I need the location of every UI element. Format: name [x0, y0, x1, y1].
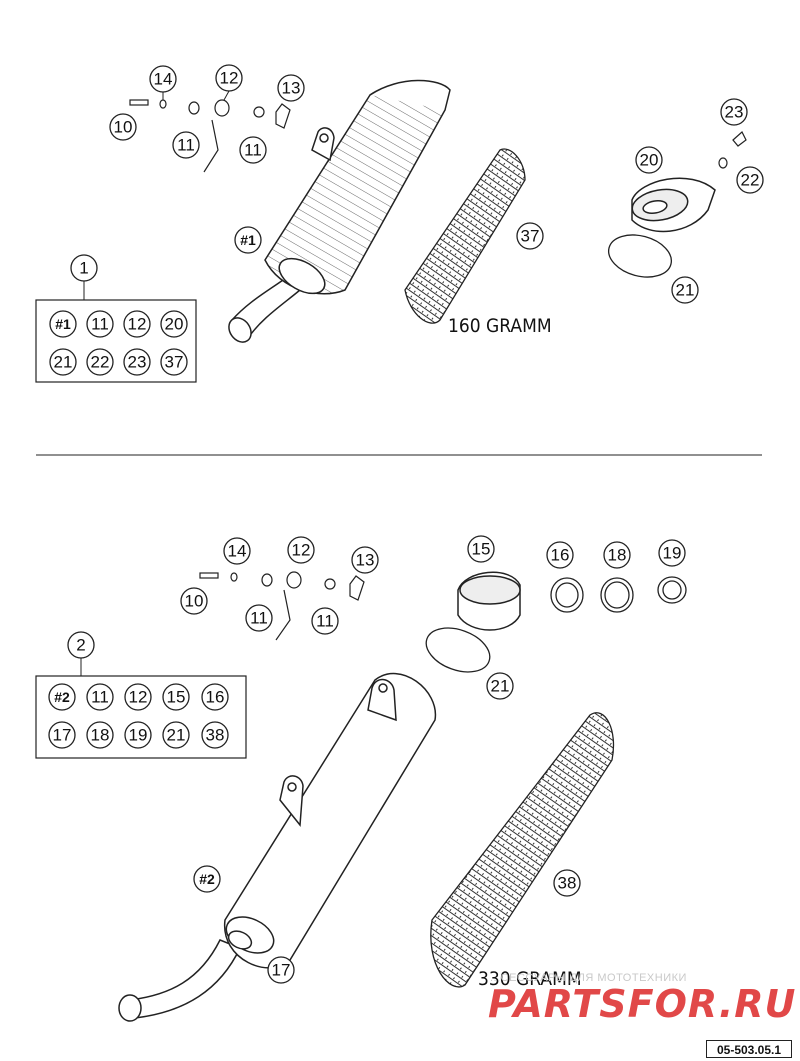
o-ring-21-top: [608, 234, 672, 278]
leader-lines-top: [83, 90, 230, 300]
weight-label-bottom: 330 GRAMM: [478, 968, 582, 990]
end-cap-20: [631, 177, 716, 233]
callout-12: 12: [220, 69, 239, 88]
kit-2-item: 19: [129, 726, 148, 745]
drawing-reference: 05-503.05.1: [706, 1040, 792, 1058]
kit-2-item: 21: [167, 726, 186, 745]
callout-kit-1: 1: [79, 259, 88, 278]
kit-2-item: 12: [129, 688, 148, 707]
o-ring-21-bottom: [425, 627, 491, 673]
callout-19: 19: [663, 544, 682, 563]
kit-1-item: 12: [128, 315, 147, 334]
callout-11: 11: [244, 141, 262, 160]
watermark-text: ...СЕССУАРЫ ДЛЯ МОТОТЕХНИКИ: [490, 972, 687, 984]
callouts-top: [70, 64, 764, 304]
weight-label-top: 160 GRAMM: [448, 315, 552, 337]
watermark-logo: PARTSFOR.RU: [488, 982, 797, 1026]
callout-10: 10: [185, 592, 204, 611]
kit-1-item: 23: [128, 353, 147, 372]
muffler-2: [118, 672, 437, 1022]
callout-17: 17: [272, 961, 291, 980]
kit-1-item: 20: [165, 315, 184, 334]
callout-16: 16: [551, 546, 570, 565]
callout-muffler-1: #1: [240, 232, 256, 248]
kit-2-item: 15: [167, 688, 186, 707]
kit-1-item: 11: [91, 315, 109, 334]
muffler-1: [228, 79, 451, 343]
callouts-bottom: [67, 535, 686, 984]
callout-22: 22: [741, 171, 760, 190]
kit-1-item: #1: [55, 316, 71, 332]
packing-38: [430, 712, 615, 988]
callout-muffler-2: #2: [199, 871, 215, 887]
kit-2-circles: [48, 683, 229, 749]
callout-kit-2: 2: [76, 636, 85, 655]
kit-2-item: 16: [206, 688, 225, 707]
kit-2-item: 18: [91, 726, 110, 745]
kit-1-item: 22: [91, 353, 110, 372]
end-cap-15: [457, 571, 521, 631]
callout-11: 11: [316, 612, 334, 631]
callout-10: 10: [114, 118, 133, 137]
small-hardware-top: [129, 99, 747, 173]
rings-16-18-19: [550, 576, 687, 613]
packing-37: [404, 148, 526, 324]
callout-13: 13: [356, 551, 375, 570]
callout-14: 14: [228, 542, 247, 561]
callout-14: 14: [154, 70, 173, 89]
callout-20: 20: [640, 151, 659, 170]
kit-1-circles: [49, 310, 188, 376]
callout-37: 37: [521, 227, 540, 246]
callout-13: 13: [282, 79, 301, 98]
callout-23: 23: [725, 103, 744, 122]
callout-11: 11: [177, 136, 195, 155]
callout-12: 12: [292, 541, 311, 560]
callout-21: 21: [491, 677, 510, 696]
callout-11: 11: [250, 609, 268, 628]
kit-2-item: #2: [54, 689, 70, 705]
callout-38: 38: [558, 874, 577, 893]
callout-15: 15: [472, 540, 491, 559]
callout-18: 18: [608, 546, 627, 565]
kit-1-item: 37: [165, 353, 184, 372]
kit-2-item: 17: [53, 726, 72, 745]
kit-2-item: 38: [206, 726, 225, 745]
small-hardware-bottom: [199, 571, 365, 641]
kit-2-item: 11: [91, 688, 109, 707]
kit-1-item: 21: [54, 353, 73, 372]
callout-21: 21: [676, 281, 695, 300]
